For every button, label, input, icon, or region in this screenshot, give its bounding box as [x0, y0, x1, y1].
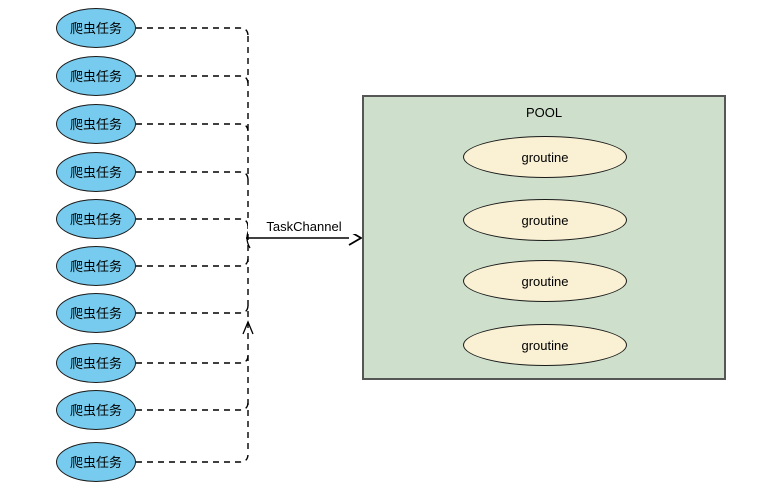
task-node: 爬虫任务: [56, 442, 136, 482]
worker-label: groutine: [521, 149, 569, 165]
task-label: 爬虫任务: [69, 258, 122, 274]
task-node: 爬虫任务: [56, 343, 136, 383]
task-label: 爬虫任务: [69, 305, 122, 321]
connector-line: [136, 304, 249, 314]
task-label: 爬虫任务: [69, 355, 122, 371]
task-node: 爬虫任务: [56, 152, 136, 192]
worker-label: groutine: [521, 337, 569, 353]
task-node: 爬虫任务: [56, 56, 136, 96]
connector-line: [136, 257, 249, 267]
task-label: 爬虫任务: [69, 20, 122, 36]
connector-line: [136, 218, 249, 228]
task-node: 爬虫任务: [56, 246, 136, 286]
task-label: 爬虫任务: [69, 68, 122, 84]
connector-line: [242, 320, 254, 335]
task-node: 爬虫任务: [56, 293, 136, 333]
task-label: 爬虫任务: [69, 164, 122, 180]
worker-label: groutine: [521, 212, 569, 228]
worker-label: groutine: [521, 273, 569, 289]
pool-title: POOL: [525, 105, 563, 120]
connector-line: [136, 171, 249, 181]
connector-line: [136, 27, 249, 37]
worker-node: groutine: [463, 136, 627, 178]
worker-node: groutine: [463, 199, 627, 241]
connector-line: [136, 453, 249, 463]
task-label: 爬虫任务: [69, 116, 122, 132]
connector-line: [136, 401, 249, 411]
task-node: 爬虫任务: [56, 8, 136, 48]
connector-line: [136, 75, 249, 85]
connector-line: [136, 123, 249, 133]
task-label: 爬虫任务: [69, 402, 122, 418]
task-node: 爬虫任务: [56, 104, 136, 144]
worker-node: groutine: [463, 324, 627, 366]
worker-node: groutine: [463, 260, 627, 302]
task-channel-label: TaskChannel: [248, 219, 360, 234]
connector-line: [136, 354, 249, 364]
task-node: 爬虫任务: [56, 199, 136, 239]
task-label: 爬虫任务: [69, 454, 122, 470]
task-label: 爬虫任务: [69, 211, 122, 227]
task-node: 爬虫任务: [56, 390, 136, 430]
